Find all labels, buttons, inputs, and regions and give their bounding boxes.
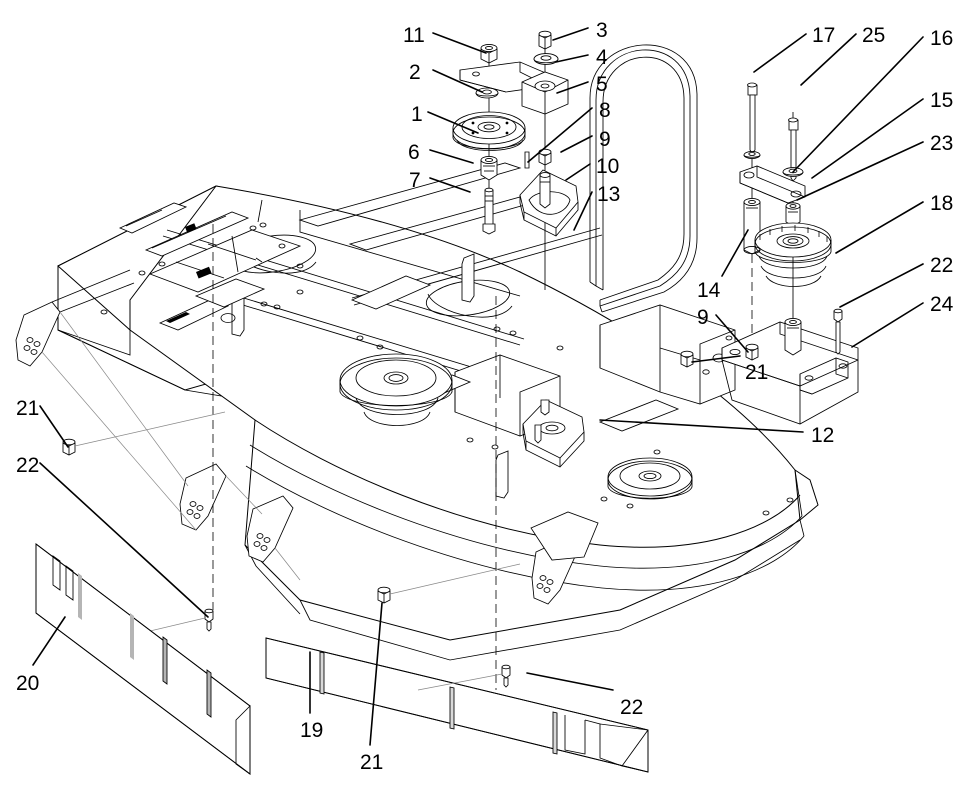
part-9-lock-nut-right	[745, 343, 759, 361]
leader-21b	[691, 355, 741, 363]
leader-5	[556, 81, 589, 94]
leader-25	[800, 33, 857, 86]
leader-17	[753, 33, 807, 73]
part-18-v-groove-idler-pulley	[754, 222, 832, 287]
callout-5-pivot-block: 5	[596, 73, 608, 96]
leader-21c	[369, 602, 383, 746]
leader-11	[432, 32, 487, 54]
leader-10	[565, 163, 591, 181]
left-idler-exploded-stack	[452, 43, 549, 235]
callout-leader-lines	[32, 27, 924, 746]
leader-20	[32, 616, 66, 666]
part-10-idler-pivot-plate	[519, 169, 579, 237]
callout-22-hex-flange-bolt: 22	[620, 696, 644, 719]
callout-24-idler-mount-plate: 24	[930, 293, 954, 316]
part-3-lock-nut	[538, 30, 552, 50]
part-21-lock-nut-right	[680, 350, 694, 368]
leader-9a	[560, 135, 593, 153]
deck-fasteners	[100, 222, 794, 516]
callout-10-idler-pivot-plate: 10	[596, 155, 620, 178]
deck-weldment	[15, 162, 819, 690]
leader-16	[792, 36, 924, 173]
callout-25-shoulder-bolt: 25	[862, 24, 886, 47]
leader-1	[427, 111, 479, 134]
callout-3-lock-nut: 3	[596, 19, 608, 42]
callout-9-lock-nut: 9	[697, 306, 709, 329]
callout-1-flat-idler-pulley: 1	[411, 103, 423, 126]
part-19-rear-deflector-shield	[265, 637, 649, 773]
leader-3	[552, 27, 589, 41]
part-24-idler-mount-plate	[721, 317, 859, 425]
callout-23-spacer: 23	[930, 132, 954, 155]
callout-16-washer: 16	[930, 27, 954, 50]
deck-mounted-pulley-right	[607, 457, 693, 500]
part-11-flange-nut	[480, 43, 498, 64]
part-22-flange-bolt-bottom	[417, 664, 511, 691]
installed-pivot-plate	[522, 399, 585, 468]
callout-19-rear-deflector-shield: 19	[300, 719, 324, 742]
callout-18-v-groove-idler-pulley: 18	[930, 192, 954, 215]
leader-14	[721, 229, 749, 277]
right-idler-exploded-stack	[680, 82, 859, 425]
callout-13-drive-belt: 13	[597, 183, 621, 206]
deck-decals	[118, 202, 680, 561]
callout-21-lock-nut: 21	[16, 397, 40, 420]
part-2-washer	[475, 87, 499, 99]
leader-22c	[526, 672, 614, 691]
callout-15-idler-link-arm: 15	[930, 89, 954, 112]
leader-23	[796, 141, 924, 201]
leader-4	[555, 54, 589, 63]
leader-24	[851, 302, 924, 348]
leader-21a	[39, 405, 69, 448]
part-21-lock-nut-bottom	[377, 563, 521, 604]
callout-6-spacer-bushing: 6	[408, 141, 420, 164]
part-23-spacer	[785, 202, 801, 227]
leader-6	[429, 149, 474, 164]
callout-22-hex-flange-bolt: 22	[16, 454, 40, 477]
callout-7-hex-bolt: 7	[409, 169, 421, 192]
part-8-roll-pin	[524, 151, 530, 169]
part-5-pivot-block	[521, 71, 569, 115]
leader-2	[432, 69, 483, 93]
callout-8-roll-pin: 8	[599, 99, 611, 122]
leader-7	[429, 177, 471, 193]
part-22-flange-bolt-right	[833, 308, 843, 355]
callout-21-lock-nut: 21	[745, 361, 769, 384]
leader-22a	[839, 263, 924, 308]
callout-14-spacer-tube: 14	[697, 279, 721, 302]
leader-18	[835, 201, 924, 254]
drive-belt	[589, 44, 698, 313]
callout-12-deck-weldment: 12	[811, 424, 835, 447]
part-20-side-deflector-shield	[35, 542, 251, 776]
leader-15	[811, 98, 924, 179]
part-4-flat-washer	[533, 53, 559, 65]
part-21-lock-nut-left	[62, 411, 226, 456]
callout-22-hex-flange-bolt: 22	[930, 254, 954, 277]
callout-4-flat-washer: 4	[596, 46, 608, 69]
callout-20-side-deflector-shield: 20	[16, 672, 40, 695]
leader-13	[573, 191, 593, 231]
callout-11-flange-nut: 11	[403, 24, 425, 47]
callout-2-washer: 2	[409, 61, 421, 84]
leader-9b	[715, 314, 749, 353]
part-15-idler-link-arm	[739, 165, 806, 204]
center-pivot-exploded-stack	[519, 30, 585, 468]
leader-8	[527, 107, 593, 163]
part-17-carriage-bolt	[747, 82, 758, 154]
callout-17-carriage-bolt: 17	[812, 24, 836, 47]
leader-22b	[39, 462, 209, 618]
deck-mounted-pulley-left	[339, 353, 453, 426]
part-7-hex-bolt	[482, 187, 496, 235]
part-1-flat-idler-pulley	[452, 111, 526, 151]
callout-21-lock-nut: 21	[360, 751, 384, 774]
part-6-spacer-bushing	[480, 155, 498, 181]
leader-12	[599, 419, 804, 433]
callout-9-lock-nut: 9	[599, 128, 611, 151]
